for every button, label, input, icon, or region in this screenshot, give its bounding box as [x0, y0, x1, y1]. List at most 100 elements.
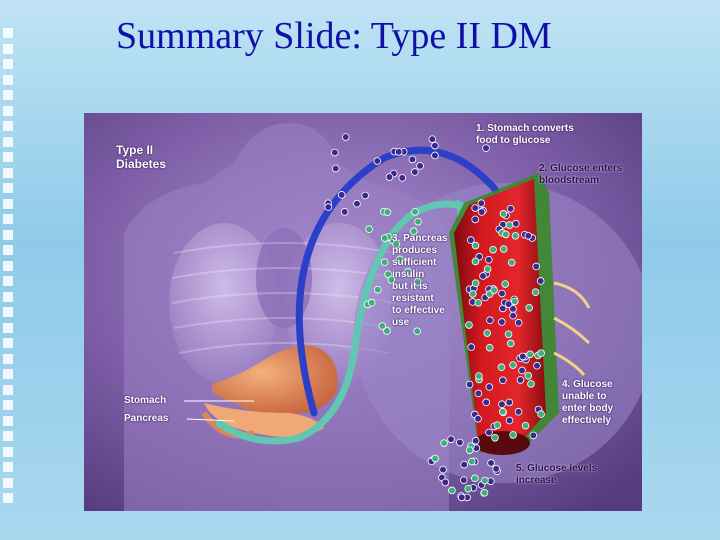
glucose-molecule: [498, 318, 506, 326]
decorative-square: [3, 105, 13, 116]
glucose-molecule: [385, 173, 394, 181]
glucose-molecule: [518, 352, 527, 361]
illustration-heading: Type II Diabetes: [116, 143, 167, 171]
step-4-label: 4. Glucose unable to enter body effectiv…: [562, 379, 614, 426]
insulin-molecule: [505, 221, 514, 229]
insulin-molecule: [474, 298, 483, 307]
insulin-molecule: [404, 268, 412, 276]
decorative-square: [3, 136, 13, 147]
glucose-molecule: [471, 436, 480, 445]
decorative-square: [3, 183, 13, 193]
glucose-molecule: [330, 148, 339, 157]
glucose-molecule: [485, 256, 493, 264]
glucose-molecule: [471, 215, 480, 224]
insulin-molecule: [387, 276, 396, 284]
insulin-molecule: [465, 446, 474, 454]
step-5-label: 5. Glucose levels increase: [516, 463, 598, 486]
insulin-molecule: [471, 257, 480, 266]
glucose-molecule: [506, 204, 515, 213]
glucose-molecule: [477, 199, 486, 208]
decorative-square: [3, 307, 13, 317]
insulin-molecule: [396, 255, 404, 264]
glucose-molecule: [505, 416, 514, 425]
glucose-molecule: [485, 428, 493, 437]
glucose-molecule: [331, 164, 340, 173]
glucose-molecule: [456, 438, 464, 447]
glucose-molecule: [492, 465, 500, 473]
glucose-molecule: [460, 476, 468, 484]
insulin-molecule: [465, 321, 473, 329]
glucose-molecule: [465, 380, 474, 389]
insulin-molecule: [531, 288, 540, 297]
insulin-molecule: [537, 349, 545, 357]
insulin-molecule: [489, 245, 497, 254]
insulin-molecule: [392, 240, 401, 249]
glucose-molecule: [398, 174, 407, 182]
glucose-molecule: [474, 389, 483, 398]
decorative-square: [3, 214, 13, 224]
insulin-molecule: [414, 217, 422, 226]
insulin-molecule: [440, 439, 448, 447]
glucose-molecule: [324, 203, 333, 211]
decorative-square: [3, 446, 13, 457]
decorative-square: [3, 322, 13, 333]
insulin-molecule: [490, 286, 498, 294]
decorative-square: [3, 400, 13, 410]
glucose-molecule: [524, 231, 533, 240]
insulin-molecule: [499, 245, 508, 253]
glucose-molecule: [498, 400, 506, 409]
insulin-molecule: [501, 280, 510, 288]
insulin-molecule: [471, 474, 479, 483]
insulin-molecule: [498, 407, 507, 416]
glucose-molecule: [482, 144, 490, 152]
insulin-molecule: [448, 486, 456, 495]
insulin-molecule: [431, 454, 439, 463]
insulin-molecule: [483, 265, 492, 273]
insulin-molecule: [509, 431, 517, 439]
glucose-molecule: [518, 366, 526, 375]
glucose-molecule: [439, 465, 447, 474]
decorative-square: [3, 152, 13, 162]
left-lung: [169, 223, 279, 383]
insulin-molecule: [471, 241, 480, 250]
insulin-molecule: [485, 343, 494, 352]
decorative-square: [3, 493, 13, 503]
step-2-label: 2. Glucose enters bloodstream: [539, 163, 623, 186]
glucose-molecule: [485, 383, 494, 391]
glucose-molecule: [479, 272, 487, 280]
insulin-molecule: [504, 330, 513, 339]
glucose-molecule: [340, 208, 349, 216]
decorative-square: [3, 28, 13, 38]
insulin-molecule: [524, 371, 533, 380]
glucose-molecule: [474, 414, 482, 423]
insulin-molecule: [483, 329, 492, 337]
insulin-molecule: [383, 327, 391, 335]
insulin-molecule: [506, 339, 515, 348]
decorative-square: [3, 291, 13, 302]
insulin-molecule: [471, 279, 480, 288]
decorative-square: [3, 74, 13, 85]
vessel-opening: [474, 431, 530, 455]
insulin-arrow: [215, 200, 468, 445]
glucose-molecule: [505, 398, 514, 407]
glucose-molecule: [411, 168, 419, 176]
glucose-molecule: [373, 157, 382, 165]
insulin-molecule: [499, 210, 508, 218]
insulin-molecule: [373, 285, 382, 294]
insulin-molecule: [521, 421, 530, 430]
insulin-molecule: [468, 457, 476, 466]
insulin-molecule: [527, 380, 535, 388]
decorative-square: [3, 431, 13, 441]
step-1-label: 1. Stomach converts food to glucose: [476, 123, 574, 146]
glucose-molecule: [477, 208, 486, 216]
glucose-molecule: [514, 318, 523, 327]
glucose-molecule: [482, 398, 491, 407]
glucose-molecule: [394, 148, 403, 156]
decorative-square: [3, 245, 13, 255]
insulin-molecule: [380, 234, 389, 242]
insulin-molecule: [493, 421, 502, 429]
insulin-molecule: [378, 322, 387, 330]
insulin-molecule: [507, 258, 516, 267]
insulin-molecule: [365, 225, 373, 234]
